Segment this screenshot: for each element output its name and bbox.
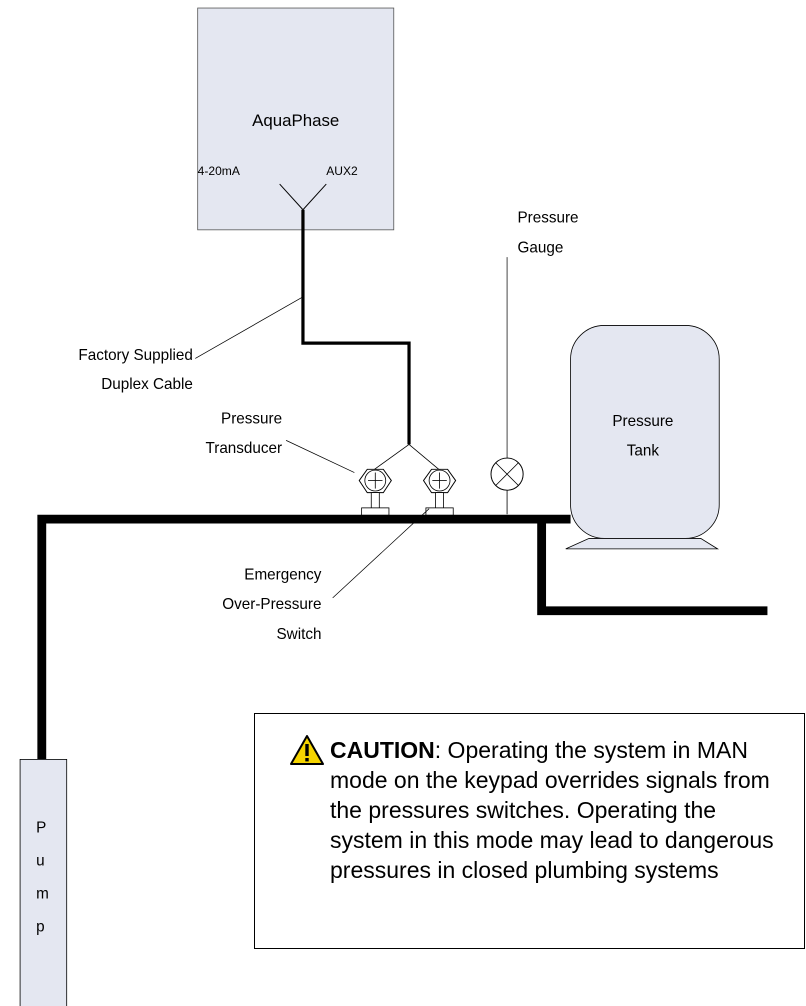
pressure-transducer (358, 468, 392, 516)
cable-leader-line (195, 297, 303, 359)
pump (19, 759, 68, 1006)
transducer-label-line1: Pressure (221, 410, 282, 427)
caution-message: CAUTION: Operating the system in MAN mod… (330, 735, 790, 885)
port-4-20ma-label: 4-20mA (198, 164, 241, 178)
main-pipe-horizontal (37, 514, 571, 760)
warning-triangle-icon (290, 735, 324, 765)
cable-split-left (374, 444, 410, 470)
branch-pipe (537, 519, 768, 616)
transducer-leader-line (285, 440, 355, 473)
aquaphase-controller (197, 7, 395, 231)
switch-label-line1: Emergency (244, 566, 322, 583)
pump-label-p2: p (36, 918, 44, 935)
pump-label-u: u (36, 852, 44, 869)
cable-split-right (408, 444, 440, 470)
gauge-label-line2: Gauge (518, 239, 564, 256)
caution-box (254, 713, 805, 949)
tank-label-line1: Pressure (612, 413, 673, 430)
tank-label-line2: Tank (627, 443, 660, 460)
controller-wire-right (302, 183, 327, 211)
caution-body: : Operating the system in MAN mode on th… (330, 737, 774, 883)
cable-label-line2: Duplex Cable (101, 376, 193, 393)
switch-leader-line (332, 508, 430, 599)
switch-label-line2: Over-Pressure (222, 596, 321, 613)
duplex-cable (301, 209, 411, 445)
pressure-gauge (490, 457, 524, 515)
controller-title: AquaPhase (252, 111, 339, 130)
caution-heading: CAUTION (330, 737, 435, 763)
cable-label-line1: Factory Supplied (78, 347, 192, 364)
pump-label-p: P (36, 820, 46, 837)
gauge-label-line1: Pressure (518, 210, 579, 227)
port-aux2-label: AUX2 (326, 164, 358, 178)
switch-label-line3: Switch (277, 626, 322, 643)
transducer-label-line2: Transducer (206, 440, 283, 457)
pressure-tank (565, 325, 720, 550)
over-pressure-switch (422, 468, 457, 516)
pump-label-m: m (36, 885, 49, 902)
diagram-scaled-group: AquaPhase 4-20mA AUX2 (19, 7, 768, 1006)
controller-wire-left (279, 183, 304, 211)
